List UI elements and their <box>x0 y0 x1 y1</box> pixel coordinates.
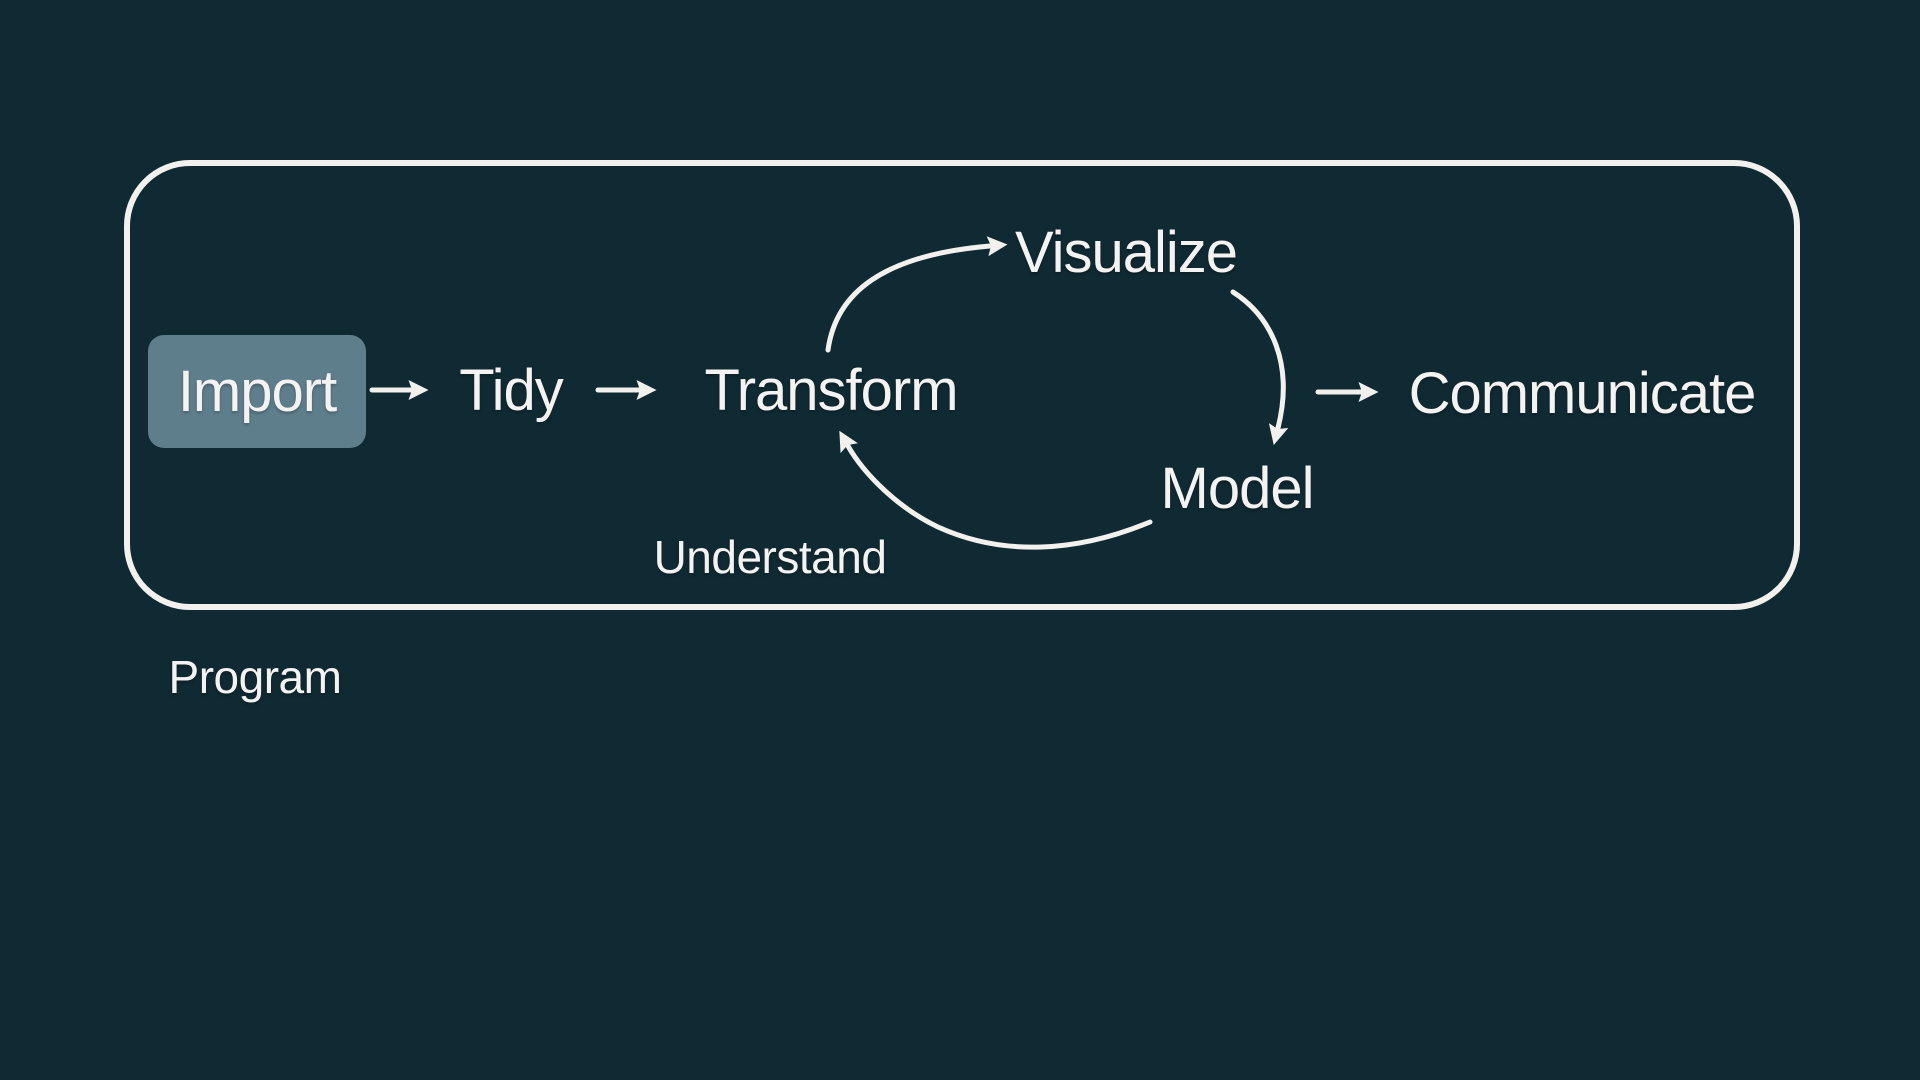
model-label: Model <box>1160 456 1315 521</box>
import-label: Import <box>177 358 337 424</box>
import-node: Import <box>148 335 366 448</box>
communicate-label: Communicate <box>1408 361 1757 426</box>
tidy-label: Tidy <box>459 358 563 423</box>
understand-cycle-caption: Understand <box>653 531 887 583</box>
visualize-label: Visualize <box>1014 220 1238 285</box>
program-frame <box>124 160 1800 610</box>
program-caption: Program <box>168 651 342 703</box>
transform-label: Transform <box>704 358 958 423</box>
